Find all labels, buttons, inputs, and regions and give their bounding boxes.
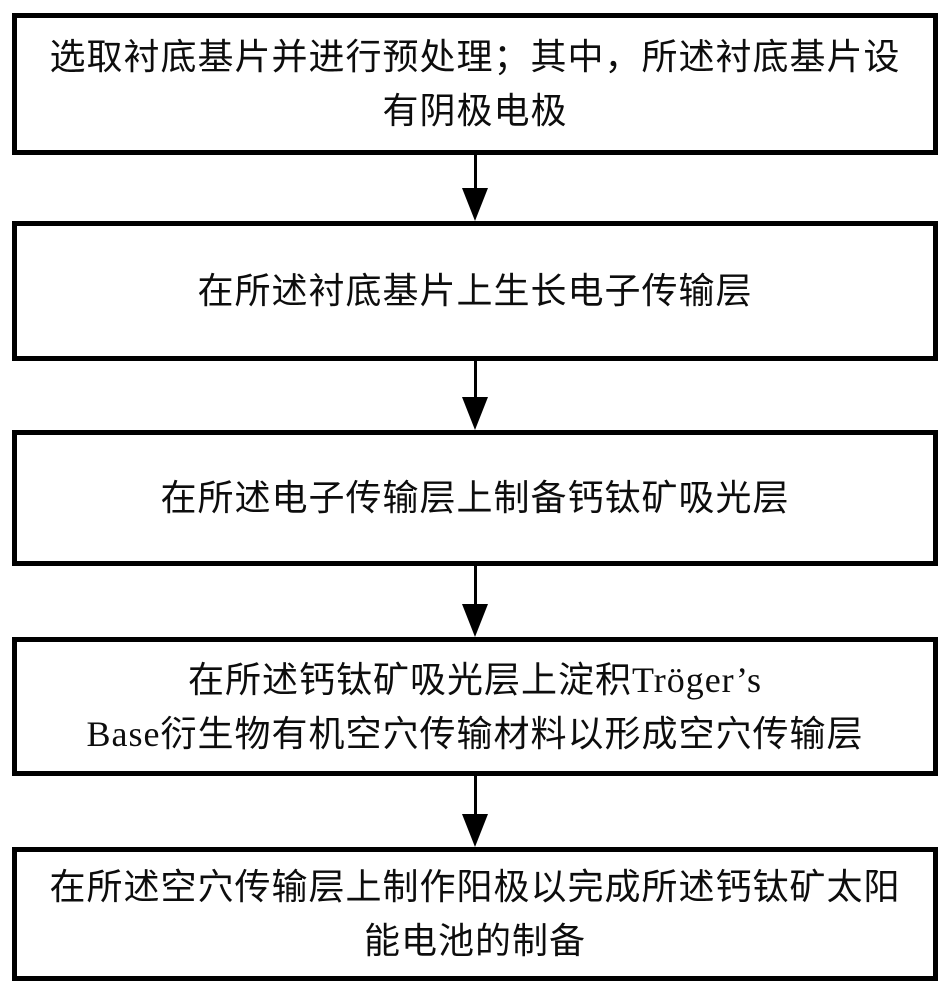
- step-4-text-line-1: 在所述钙钛矿吸光层上淀积Tröger’s: [187, 659, 763, 700]
- arrow-head: [462, 397, 488, 430]
- arrow-head: [462, 814, 488, 847]
- arrow-head: [462, 188, 488, 221]
- arrow-down-icon-1: [0, 155, 950, 221]
- arrow-head: [462, 604, 488, 637]
- arrow-shaft: [473, 776, 477, 814]
- step-2-text-line-1: 在所述衬底基片上生长电子传输层: [197, 271, 753, 311]
- arrow-down-icon-2: [0, 361, 950, 430]
- arrow-down-icon-3: [0, 566, 950, 637]
- flowchart-step-5: 在所述空穴传输层上制作阳极以完成所述钙钛矿太阳 能电池的制备: [12, 847, 938, 981]
- flowchart-step-3: 在所述电子传输层上制备钙钛矿吸光层: [12, 430, 938, 566]
- step-3-text-line-1: 在所述电子传输层上制备钙钛矿吸光层: [160, 478, 790, 518]
- arrow-shaft: [473, 155, 477, 188]
- flowchart-step-4: 在所述钙钛矿吸光层上淀积Tröger’s Base衍生物有机空穴传输材料以形成空…: [12, 637, 938, 776]
- arrow-shaft: [473, 566, 477, 604]
- flowchart-step-1: 选取衬底基片并进行预处理；其中，所述衬底基片设 有阴极电极: [12, 13, 938, 155]
- step-4-text-line-2: Base衍生物有机空穴传输材料以形成空穴传输层: [86, 713, 864, 754]
- arrow-down-icon-4: [0, 776, 950, 847]
- flowchart-step-2: 在所述衬底基片上生长电子传输层: [12, 221, 938, 361]
- step-5-text-line-2: 能电池的制备: [363, 921, 586, 961]
- step-1-text-line-1: 选取衬底基片并进行预处理；其中，所述衬底基片设: [49, 37, 901, 77]
- arrow-shaft: [473, 361, 477, 397]
- step-1-text-line-2: 有阴极电极: [382, 91, 568, 131]
- step-5-text-line-1: 在所述空穴传输层上制作阳极以完成所述钙钛矿太阳: [49, 867, 901, 907]
